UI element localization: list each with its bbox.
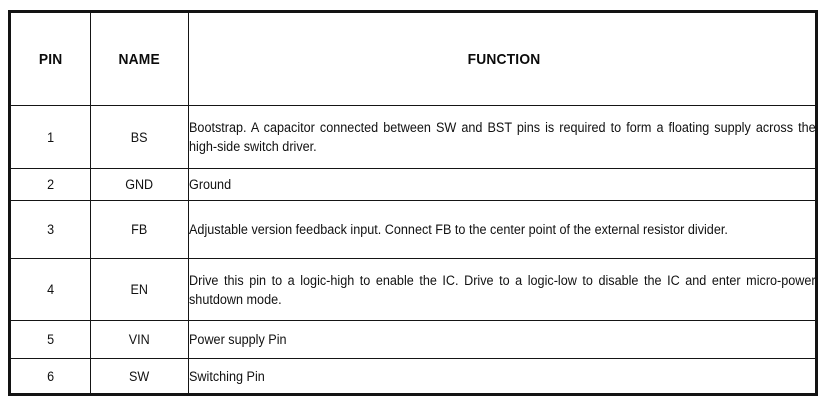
table-row: 6 SW Switching Pin <box>8 358 818 395</box>
cell-pin: 4 <box>8 258 92 321</box>
table-row: 2 GND Ground <box>8 168 818 201</box>
cell-name: SW <box>90 358 189 395</box>
cell-pin: 6 <box>8 358 92 395</box>
cell-function: Switching Pin <box>187 358 818 395</box>
cell-name: EN <box>90 258 189 321</box>
column-header-function-label: FUNCTION <box>467 50 541 68</box>
pin-description-table: PIN NAME FUNCTION 1 BS Bootstrap. <box>8 10 818 396</box>
cell-pin: 1 <box>8 105 92 169</box>
cell-function: Drive this pin to a logic-high to enable… <box>187 258 818 321</box>
column-header-name-label: NAME <box>118 50 161 68</box>
table-row: 1 BS Bootstrap. A capacitor connected be… <box>8 105 818 169</box>
table-row: 3 FB Adjustable version feedback input. … <box>8 200 818 259</box>
cell-function: Power supply Pin <box>187 320 818 359</box>
column-header-function: FUNCTION <box>187 11 818 106</box>
cell-pin: 5 <box>8 320 92 359</box>
cell-name: BS <box>90 105 189 169</box>
column-header-pin: PIN <box>8 11 92 106</box>
table-body: 1 BS Bootstrap. A capacitor connected be… <box>8 105 818 395</box>
cell-function: Bootstrap. A capacitor connected between… <box>187 105 818 169</box>
cell-pin: 3 <box>8 200 92 259</box>
column-header-name: NAME <box>90 11 189 106</box>
table-header-row: PIN NAME FUNCTION <box>8 11 818 106</box>
table-header: PIN NAME FUNCTION <box>8 11 818 106</box>
table-row: 4 EN Drive this pin to a logic-high to e… <box>8 258 818 321</box>
cell-name: VIN <box>90 320 189 359</box>
cell-name: GND <box>90 168 189 201</box>
table-row: 5 VIN Power supply Pin <box>8 320 818 359</box>
column-header-pin-label: PIN <box>38 50 63 68</box>
cell-function: Ground <box>187 168 818 201</box>
cell-name: FB <box>90 200 189 259</box>
cell-pin: 2 <box>8 168 92 201</box>
cell-function: Adjustable version feedback input. Conne… <box>187 200 818 259</box>
